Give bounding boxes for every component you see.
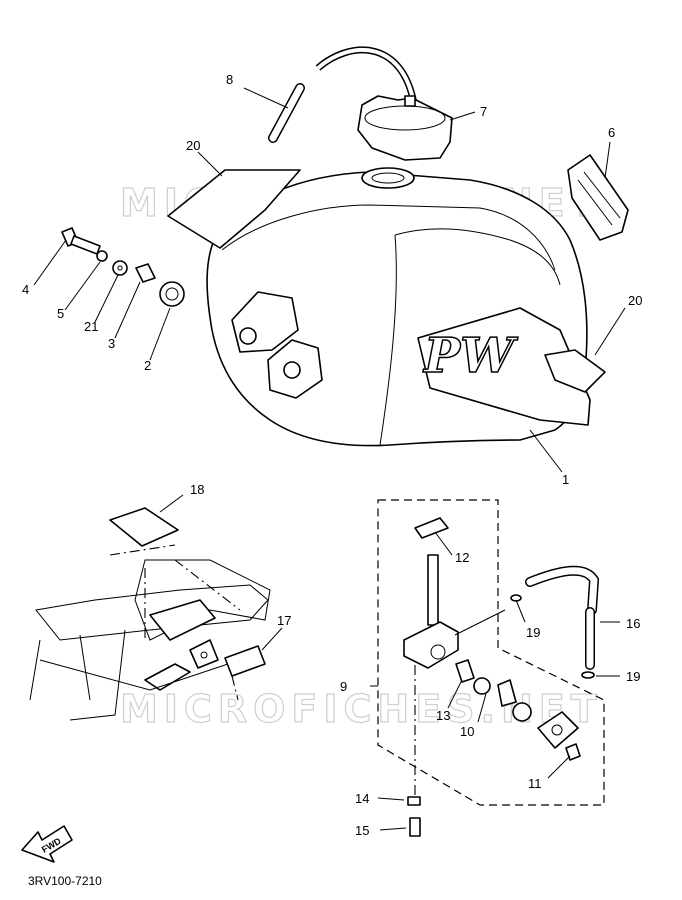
callout-9: 9 xyxy=(340,679,347,694)
callout-10: 10 xyxy=(460,724,474,739)
bracket-6 xyxy=(567,154,629,241)
fuel-cap xyxy=(357,95,453,161)
pad-18 xyxy=(109,507,179,547)
mount-hardware xyxy=(61,227,185,307)
callout-7: 7 xyxy=(480,104,487,119)
callout-8: 8 xyxy=(226,72,233,87)
fuel-petcock xyxy=(403,517,581,837)
tank-logo: PW xyxy=(422,328,518,384)
callout-20-left: 20 xyxy=(186,138,200,153)
decal-left xyxy=(167,169,301,249)
fuel-tank: PW xyxy=(206,167,591,447)
callout-21: 21 xyxy=(84,319,98,334)
callout-15: 15 xyxy=(355,823,369,838)
callout-2: 2 xyxy=(144,358,151,373)
decal-right xyxy=(544,349,606,393)
callout-6: 6 xyxy=(608,125,615,140)
callout-12: 12 xyxy=(455,550,469,565)
callout-11: 11 xyxy=(528,776,542,791)
callout-19-upper: 19 xyxy=(526,625,540,640)
callout-13: 13 xyxy=(436,708,450,723)
callout-3: 3 xyxy=(108,336,115,351)
pad-17 xyxy=(224,645,266,677)
callout-5: 5 xyxy=(57,306,64,321)
clip-19-lower xyxy=(581,671,595,679)
callout-18: 18 xyxy=(190,482,204,497)
frame-section xyxy=(29,544,271,721)
callout-16: 16 xyxy=(626,616,640,631)
callout-20-right: 20 xyxy=(628,293,642,308)
callout-14: 14 xyxy=(355,791,369,806)
callout-4: 4 xyxy=(22,282,29,297)
diagram-code: 3RV100-7210 xyxy=(28,874,102,888)
callout-19-lower: 19 xyxy=(626,669,640,684)
callout-1: 1 xyxy=(562,472,569,487)
petcock-group-box xyxy=(377,499,605,806)
callout-17: 17 xyxy=(277,613,291,628)
fwd-arrow-icon: FWD xyxy=(21,825,73,863)
